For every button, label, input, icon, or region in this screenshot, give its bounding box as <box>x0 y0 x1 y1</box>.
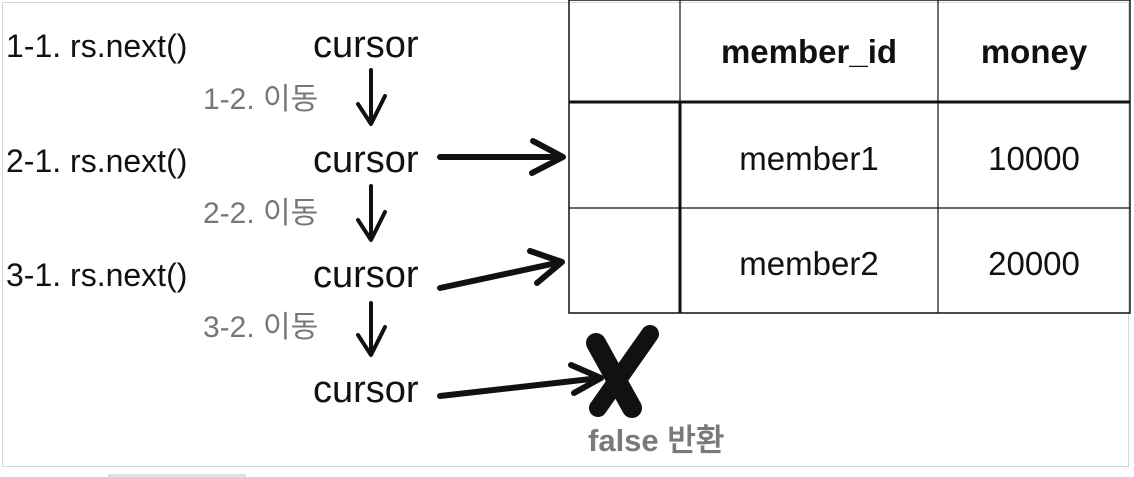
cursor-label-4: cursor <box>313 369 419 411</box>
cursor-pointer-arrow-icon <box>437 138 566 176</box>
move-label-3: 3-2. 이동 <box>203 311 319 344</box>
header-member-id: member_id <box>721 33 897 70</box>
table-border <box>568 0 1131 314</box>
cell-money2: 20000 <box>988 245 1080 282</box>
false-return-label: false 반환 <box>588 423 725 458</box>
cursor-label-2: cursor <box>313 139 419 181</box>
step-3-call: 3-1. rs.next() <box>6 257 188 293</box>
down-arrow-icon <box>356 184 387 242</box>
down-arrow-icon <box>356 301 387 357</box>
cursor-label-3: cursor <box>313 254 419 296</box>
down-arrow-icon <box>356 68 387 126</box>
cell-money1: 10000 <box>988 140 1080 177</box>
step-1-call: 1-1. rs.next() <box>6 28 188 64</box>
bottom-scroll-indicator <box>108 474 246 477</box>
x-mark-icon <box>586 325 659 418</box>
cell-member2: member2 <box>739 245 878 282</box>
step-2-call: 2-1. rs.next() <box>6 143 188 179</box>
header-money: money <box>981 33 1088 70</box>
result-table <box>568 0 1131 314</box>
cell-member1: member1 <box>739 140 878 177</box>
move-label-1: 1-2. 이동 <box>203 83 319 116</box>
cursor-pointer-arrow-icon <box>437 248 565 291</box>
cursor-label-1: cursor <box>313 24 419 66</box>
move-label-2: 2-2. 이동 <box>203 197 319 230</box>
cursor-pointer-arrow-icon <box>437 362 604 399</box>
diagram-frame <box>2 2 1129 467</box>
